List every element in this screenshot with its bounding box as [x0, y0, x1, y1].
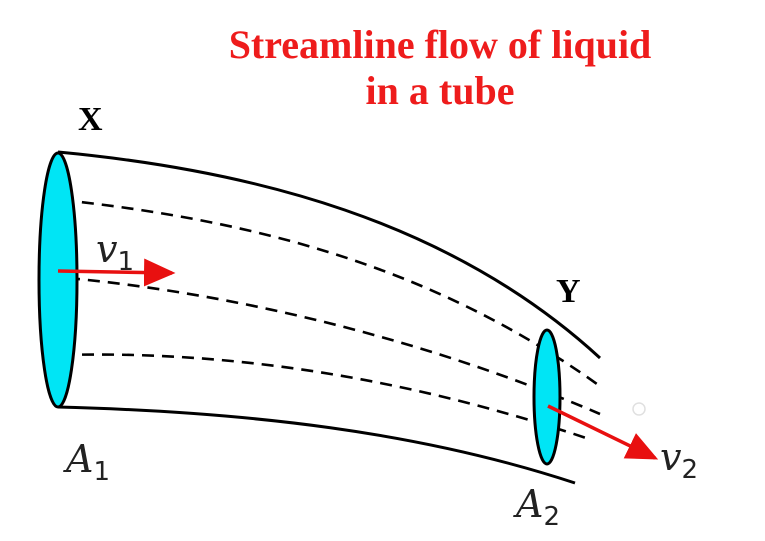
- label-a1-symbol: A: [63, 437, 93, 481]
- faint-marker: [632, 402, 646, 416]
- title-line-2: in a tube: [365, 68, 515, 113]
- diagram-title: Streamline flow of liquid in a tube: [120, 22, 760, 114]
- label-a2-subscript: 2: [543, 502, 560, 532]
- cross-section-a2: [532, 328, 562, 466]
- label-v1: v1: [96, 227, 134, 277]
- label-v1-symbol: v: [96, 227, 118, 271]
- label-x: X: [78, 101, 103, 138]
- label-v2: v2: [660, 435, 698, 485]
- label-a2: A2: [513, 482, 560, 532]
- tube-bottom-wall: [57, 405, 576, 485]
- title-line-1: Streamline flow of liquid: [228, 22, 652, 67]
- label-a1: A1: [63, 437, 110, 487]
- velocity-arrow-v2: [547, 404, 659, 460]
- label-v1-subscript: 1: [117, 247, 134, 277]
- streamline-2: [67, 276, 601, 416]
- streamline-3: [61, 353, 593, 442]
- velocity-arrow-v1: [57, 258, 176, 287]
- label-y: Y: [556, 273, 581, 310]
- label-a1-subscript: 1: [93, 457, 110, 487]
- label-a2-symbol: A: [513, 482, 543, 526]
- streamline-1: [61, 198, 598, 386]
- label-v2-subscript: 2: [681, 455, 698, 485]
- label-v2-symbol: v: [660, 435, 682, 479]
- tube-top-wall: [57, 150, 602, 360]
- cross-section-a1: [37, 151, 79, 409]
